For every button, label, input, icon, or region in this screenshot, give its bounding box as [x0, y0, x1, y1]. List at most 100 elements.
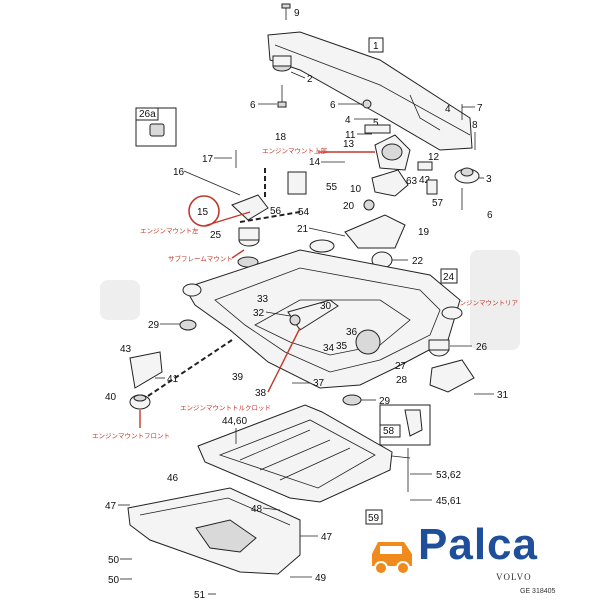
- label-31: 31: [497, 390, 509, 401]
- bracket-41: [129, 351, 163, 389]
- clip-58: [404, 409, 423, 437]
- label-41: 41: [167, 374, 179, 385]
- label-24: 24: [443, 272, 455, 283]
- annotation-engine-mount-upper: エンジンマウント上部: [262, 146, 328, 155]
- label-29b: 29: [379, 396, 391, 407]
- label-6b: 6: [330, 100, 336, 111]
- label-16: 16: [173, 167, 185, 178]
- engine-mount-bracket-13: [374, 134, 411, 171]
- ref-box-1: [368, 37, 384, 53]
- label-37: 37: [313, 378, 325, 389]
- label-29a: 29: [148, 320, 160, 331]
- label-28: 28: [396, 375, 408, 386]
- label-4b: 4: [445, 104, 451, 115]
- label-58: 58: [383, 426, 395, 437]
- label-21: 21: [297, 224, 309, 235]
- engine-mount-26: [428, 339, 450, 357]
- figure-code: GE 318405: [520, 588, 556, 595]
- label-47a: 47: [105, 501, 117, 512]
- label-34: 34: [323, 343, 335, 354]
- label-36: 36: [346, 327, 358, 338]
- label-45: 45,61: [436, 496, 461, 507]
- bracket-19: [344, 214, 406, 249]
- mount-55: [287, 171, 307, 195]
- ref-box-24: [440, 268, 458, 284]
- annotation-engine-mount-left: エンジンマウント左: [140, 226, 199, 235]
- bracket-63: [371, 169, 409, 197]
- label-59: 59: [368, 513, 380, 524]
- label-12: 12: [428, 152, 440, 163]
- label-2: 2: [307, 74, 313, 85]
- nut-6b: [362, 99, 372, 109]
- part-42: [426, 179, 438, 195]
- label-5: 5: [373, 118, 379, 129]
- label-17: 17: [202, 154, 214, 165]
- label-39: 39: [232, 372, 244, 383]
- label-19: 19: [418, 227, 430, 238]
- mount-29b: [342, 394, 362, 406]
- label-49: 49: [315, 573, 327, 584]
- label-48: 48: [251, 504, 263, 515]
- label-42: 42: [419, 175, 431, 186]
- label-20: 20: [343, 201, 355, 212]
- label-43: 43: [120, 344, 132, 355]
- spacer-12: [417, 161, 433, 171]
- label-38: 38: [255, 388, 267, 399]
- label-33: 33: [257, 294, 269, 305]
- bracket-5: [364, 124, 391, 134]
- label-26a: 26a: [139, 109, 156, 120]
- bracket-27: [429, 359, 475, 393]
- annotation-subframe-mount: サブフレームマウント: [168, 254, 233, 263]
- label-15: 15: [197, 207, 209, 218]
- watermark: [100, 250, 520, 350]
- torque-rod-39: [287, 299, 339, 331]
- label-27: 27: [395, 361, 407, 372]
- palca-car-icon: [372, 542, 412, 575]
- mount-29a: [179, 319, 197, 331]
- engine-mount-front-40: [129, 394, 151, 410]
- label-7: 7: [477, 103, 483, 114]
- ref-box-59: [365, 509, 383, 525]
- label-63: 63: [406, 176, 418, 187]
- label-8: 8: [472, 120, 478, 131]
- label-57: 57: [432, 198, 444, 209]
- label-22: 22: [412, 256, 424, 267]
- label-32: 32: [253, 308, 265, 319]
- label-44: 44,60: [222, 416, 247, 427]
- label-13: 13: [343, 139, 355, 150]
- label-47b: 47: [321, 532, 333, 543]
- label-6c: 6: [487, 210, 493, 221]
- bushing-2: [272, 55, 292, 72]
- label-6a: 6: [250, 100, 256, 111]
- volvo-brand-text: VOLVO: [496, 572, 532, 582]
- label-14: 14: [309, 157, 321, 168]
- label-56: 56: [270, 206, 282, 217]
- dashed-line-15b: [239, 211, 301, 223]
- palca-logo-text: Palca: [418, 520, 538, 569]
- nut-26a: [149, 123, 165, 137]
- nut-20: [363, 199, 375, 211]
- label-10: 10: [350, 184, 362, 195]
- label-51: 51: [194, 590, 206, 600]
- engine-mount-upper-3: [454, 167, 480, 184]
- label-9: 9: [294, 8, 300, 19]
- label-50b: 50: [108, 575, 120, 586]
- label-4a: 4: [345, 115, 351, 126]
- label-3: 3: [486, 174, 492, 185]
- label-26: 26: [476, 342, 488, 353]
- label-40: 40: [105, 392, 117, 403]
- label-1: 1: [373, 41, 379, 52]
- label-54: 54: [298, 207, 310, 218]
- label-46: 46: [167, 473, 179, 484]
- label-53: 53,62: [436, 470, 461, 481]
- annotation-engine-mount-rear: エンジンマウントリア: [453, 299, 519, 307]
- label-25: 25: [210, 230, 222, 241]
- engine-mount-left-15: [231, 194, 269, 221]
- label-30: 30: [320, 301, 332, 312]
- bolt-9: [281, 3, 291, 20]
- label-18: 18: [275, 132, 287, 143]
- subframe-mount-25: [238, 227, 260, 247]
- annotation-engine-mount-torque-rod: エンジンマウントトルクロッド: [180, 404, 271, 412]
- dashed-line-front: [147, 339, 233, 397]
- label-50a: 50: [108, 555, 120, 566]
